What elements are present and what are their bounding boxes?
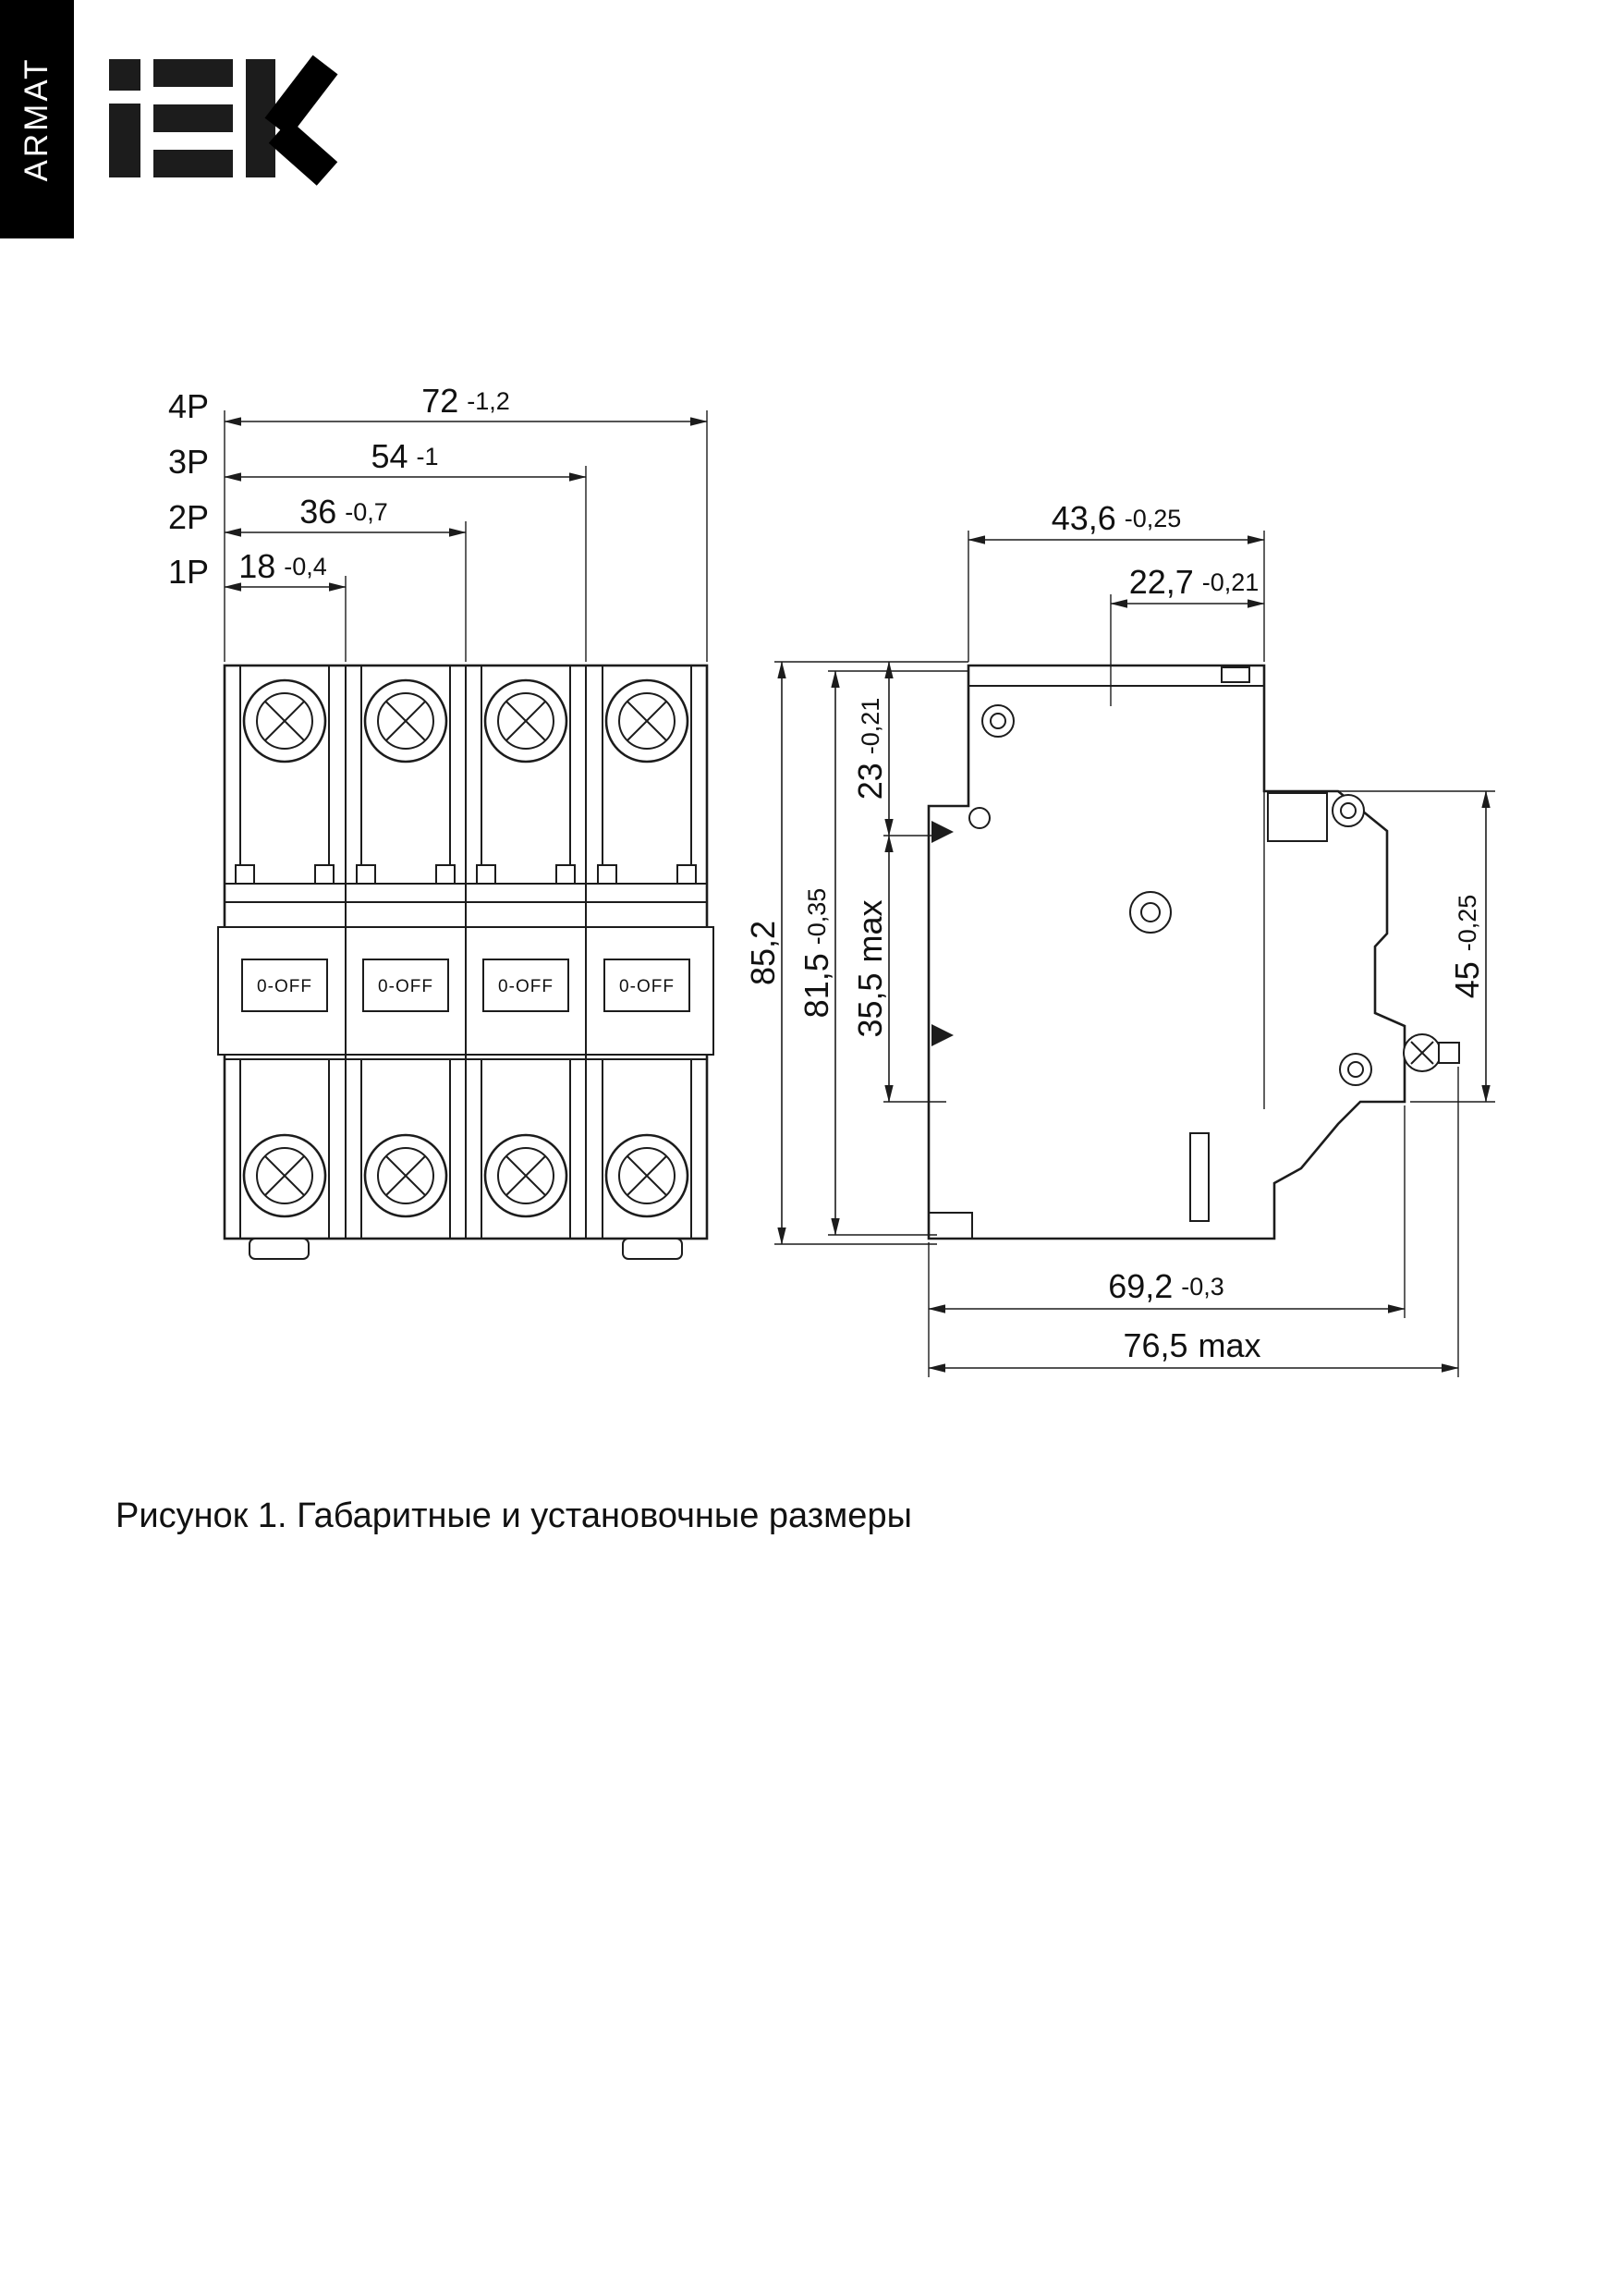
top-terminal-lines <box>239 666 692 876</box>
dim-depth: 69,2-0,3 <box>1108 1267 1224 1305</box>
breaker-body-side <box>927 664 1406 1240</box>
toggle-label-2: 0-OFF <box>378 977 433 996</box>
dim-height-body: 81,5-0,35 <box>797 888 835 1019</box>
toggle-label-1: 0-OFF <box>257 977 312 996</box>
armat-vertical-label: ARMAT <box>18 57 55 182</box>
din-foot-right <box>622 1238 683 1260</box>
front-view-dimensions: 4P 3P 2P 1P 72-1,2 54-1 36-0,7 18-0,4 <box>168 382 708 662</box>
pole-label-2p: 2P <box>168 498 209 536</box>
terminal-mark-upper <box>931 821 954 843</box>
pole-label-1p: 1P <box>168 553 209 591</box>
dim-front-height: 45-0,25 <box>1448 895 1486 999</box>
toggle-handle-2[interactable] <box>362 959 449 1012</box>
toggle-handle-1[interactable] <box>241 959 328 1012</box>
handle-side <box>1267 792 1328 842</box>
toggle-label-3: 0-OFF <box>498 977 554 996</box>
dim-width-4p: 72-1,2 <box>421 382 510 420</box>
vent-slot <box>1221 666 1250 683</box>
side-view-dimensions-left: 85,2 81,5-0,35 23-0,21 35,5max <box>744 661 968 1245</box>
dim-top-width: 43,6-0,25 <box>1052 499 1182 537</box>
dim-height-overall: 85,2 <box>744 921 782 985</box>
figure-caption: Рисунок 1. Габаритные и установочные раз… <box>116 1496 912 1535</box>
dim-top-offset: 22,7-0,21 <box>1129 563 1260 601</box>
toggle-handles: 0-OFF 0-OFF 0-OFF 0-OFF <box>241 959 690 1012</box>
toggle-handle-4[interactable] <box>603 959 690 1012</box>
armat-sidebar-strip: ARMAT <box>0 0 74 238</box>
terminal-clamp-band <box>225 864 707 903</box>
iek-logo: IEK <box>109 55 338 186</box>
bottom-slot <box>1189 1132 1210 1222</box>
side-view <box>927 664 1460 1240</box>
dim-top-section: 23-0,21 <box>851 698 889 800</box>
bottom-step <box>929 1212 973 1239</box>
dim-width-2p: 36-0,7 <box>299 493 388 531</box>
pole-label-4p: 4P <box>168 387 209 425</box>
pole-label-3p: 3P <box>168 443 209 481</box>
side-view-dimensions-right: 45-0,25 <box>1331 790 1495 1103</box>
dim-width-1p: 18-0,4 <box>238 547 327 585</box>
front-view: 0-OFF 0-OFF 0-OFF 0-OFF <box>217 664 714 1260</box>
dim-mid-section: 35,5max <box>851 899 889 1037</box>
toggle-label-4: 0-OFF <box>619 977 675 996</box>
side-view-screws <box>968 704 1460 1086</box>
side-view-dimensions-top: 43,6-0,25 22,7-0,21 <box>968 499 1265 706</box>
dim-width-3p: 54-1 <box>371 437 438 475</box>
din-foot-left <box>249 1238 310 1260</box>
toggle-handle-3[interactable] <box>482 959 569 1012</box>
bottom-terminal-lines <box>225 1058 707 1239</box>
terminal-mark-lower <box>931 1024 954 1046</box>
